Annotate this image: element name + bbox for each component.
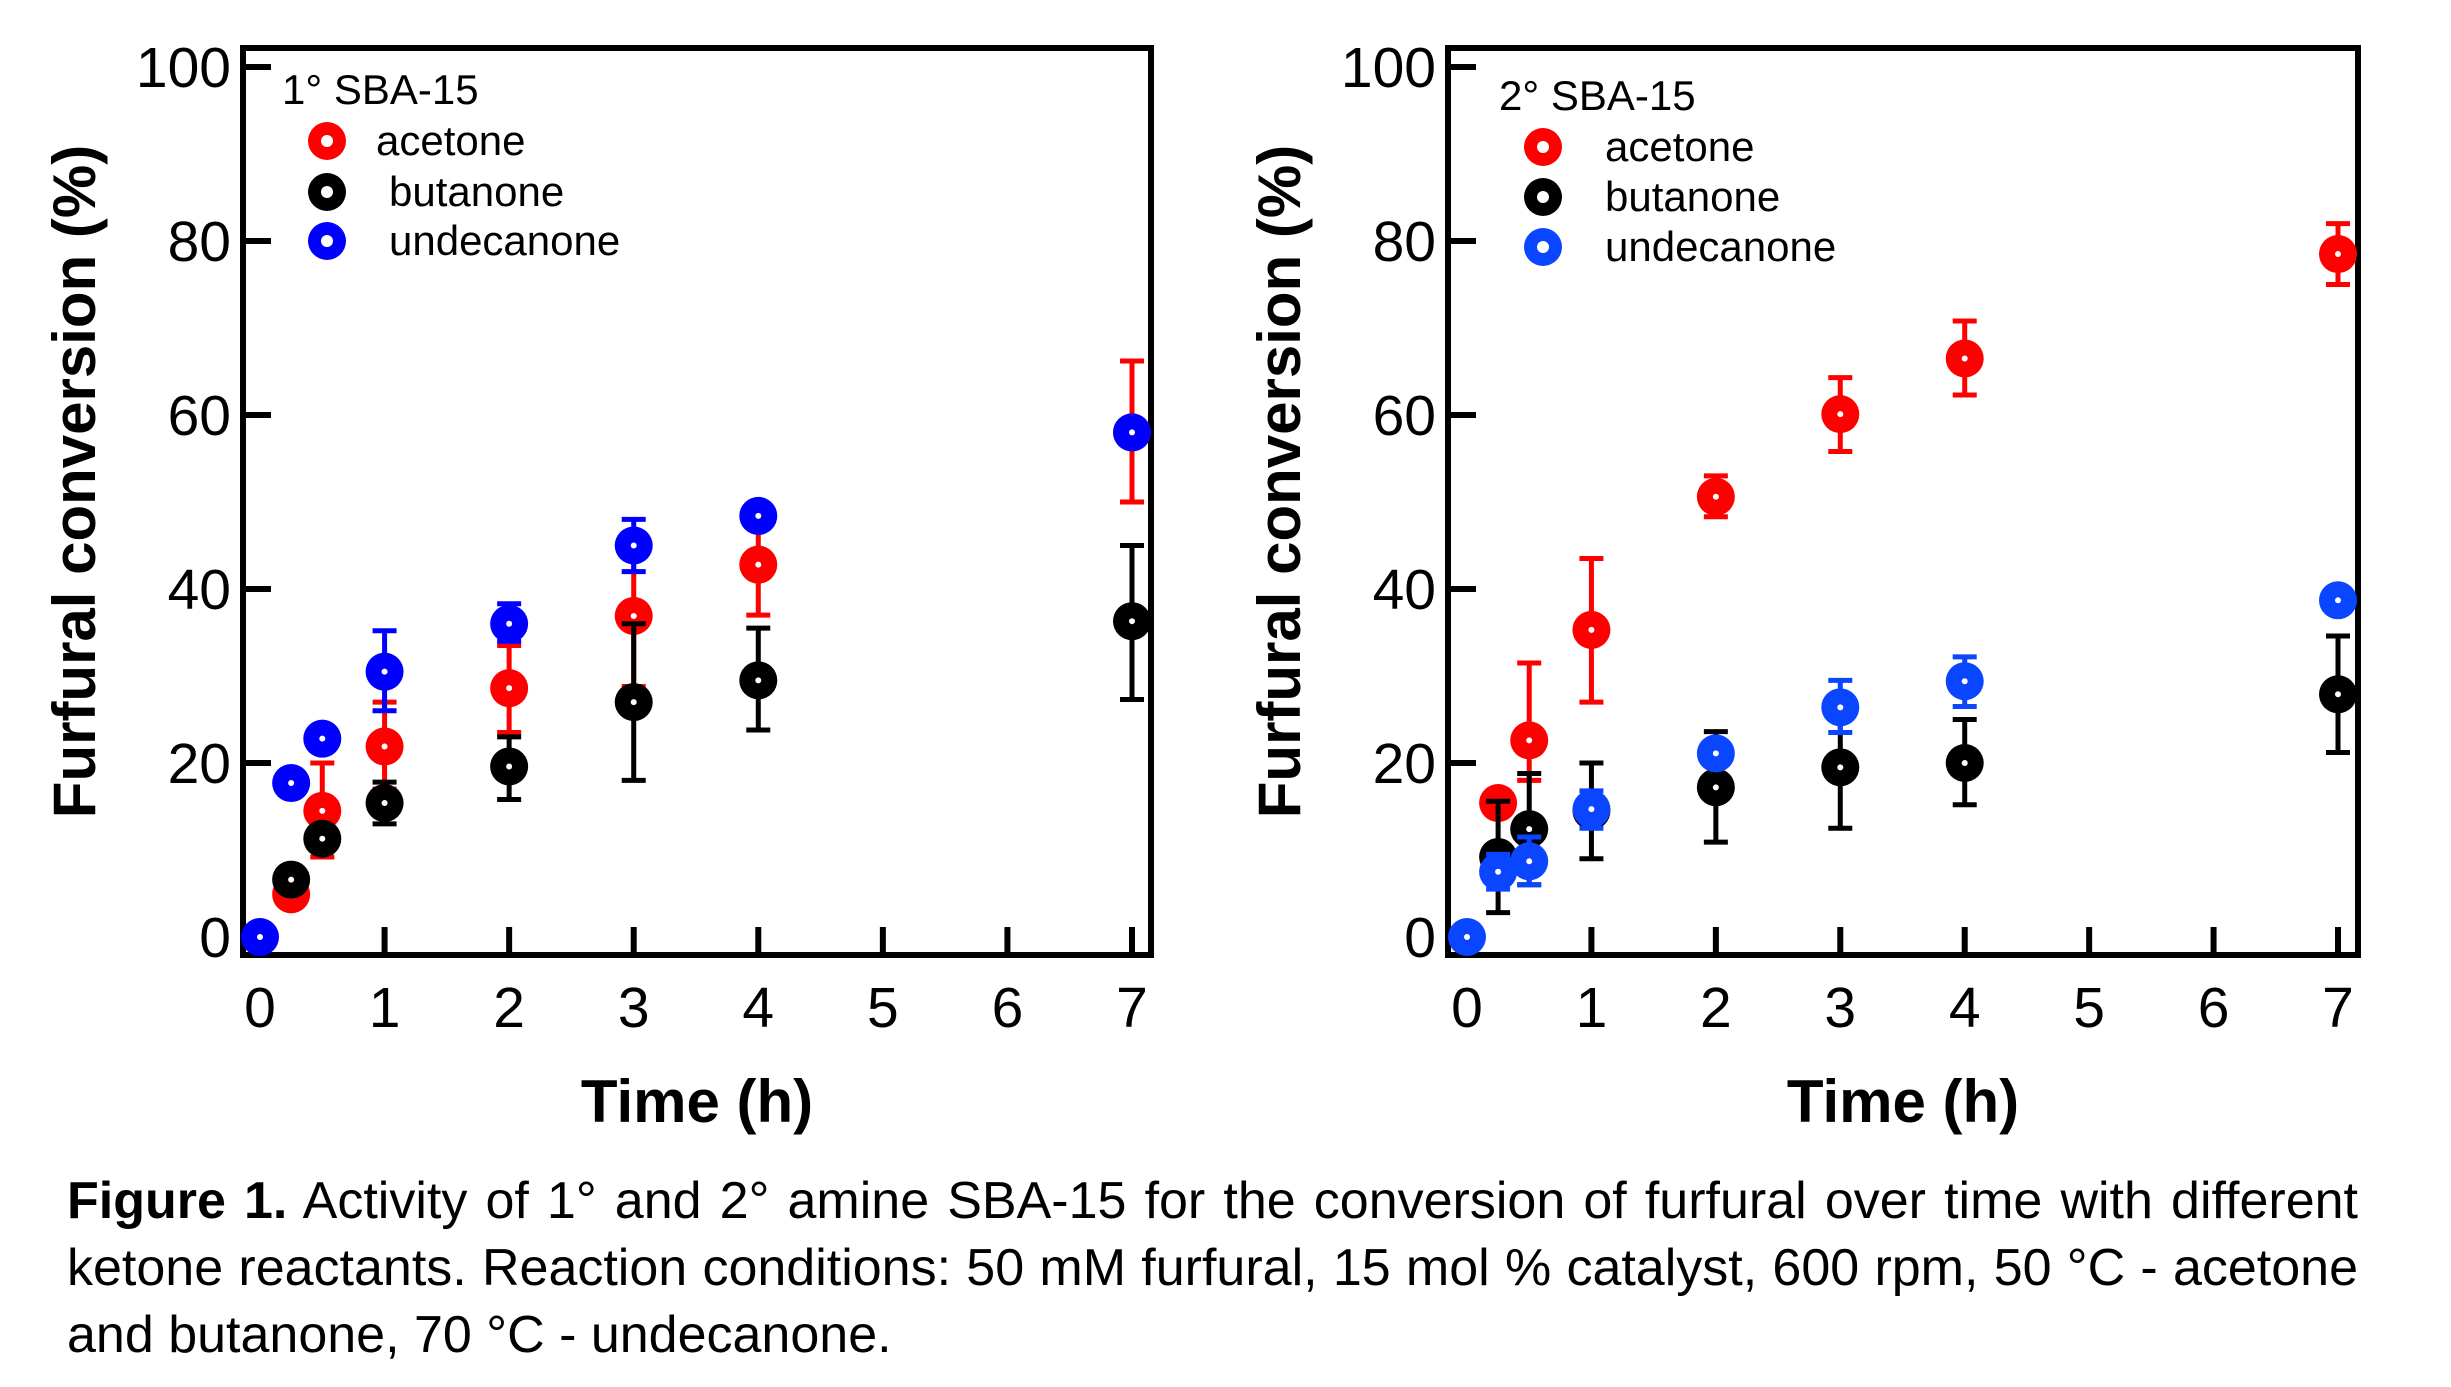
y-tick-label: 80 [1373, 210, 1436, 274]
data-point-center [755, 561, 762, 568]
legend-label: butanone [1605, 173, 1780, 220]
series-undecanone [1448, 581, 2357, 956]
series-acetone [272, 358, 1151, 914]
caption-label: Figure 1. [67, 1172, 288, 1230]
x-tick-label: 5 [2073, 976, 2105, 1040]
caption-text: Activity of 1° and 2° amine SBA-15 for t… [67, 1172, 2358, 1364]
data-point-center [1129, 618, 1135, 625]
data-point-center [288, 876, 295, 883]
data-point-center [506, 620, 513, 627]
legend-marker-center [1537, 241, 1549, 253]
data-point-center [1495, 868, 1502, 875]
x-tick-label: 2 [1700, 976, 1732, 1040]
data-point-center [1837, 764, 1844, 771]
plot-frame [240, 45, 1154, 958]
data-point-center [755, 677, 762, 684]
legend-marker-center [1537, 141, 1549, 153]
x-axis-title: Time (h) [581, 1068, 813, 1135]
chart-title: 2° SBA-15 [1499, 72, 1696, 119]
plot-frame [1445, 45, 2361, 958]
data-point-center [1837, 411, 1844, 418]
data-point-center [319, 835, 326, 842]
x-tick-label: 2 [493, 976, 525, 1040]
legend-label: acetone [376, 117, 525, 164]
data-point-center [1588, 806, 1595, 813]
y-tick-label: 60 [168, 384, 231, 448]
data-point-center [319, 735, 326, 742]
data-point-center [1526, 737, 1533, 744]
legend-marker-center [1537, 191, 1549, 203]
data-point-center [1712, 784, 1719, 791]
y-tick-label: 40 [168, 558, 231, 622]
series-butanone [272, 543, 1151, 899]
data-point-center [1588, 626, 1595, 633]
y-axis-title: Furfural conversion (%) [41, 145, 108, 818]
data-point-center [506, 763, 513, 770]
legend-marker-center [321, 135, 333, 147]
y-tick-label: 100 [136, 36, 231, 100]
x-tick-label: 4 [1949, 976, 1981, 1040]
x-tick-label: 7 [1116, 976, 1148, 1040]
y-tick-label: 20 [1373, 732, 1436, 796]
data-point-center [381, 743, 388, 750]
y-tick-label: 0 [1404, 906, 1436, 970]
legend-label: butanone [389, 168, 564, 215]
y-tick-label: 60 [1373, 384, 1436, 448]
legend-label: undecanone [389, 217, 620, 264]
data-point-center [2335, 691, 2341, 698]
legend-marker-center [321, 186, 333, 198]
data-point-center [755, 512, 762, 519]
x-tick-label: 5 [867, 976, 899, 1040]
x-tick-label: 0 [244, 976, 276, 1040]
legend-marker-center [321, 235, 333, 247]
series-butanone [1479, 633, 2357, 916]
data-point-center [288, 780, 295, 787]
x-tick-label: 1 [1576, 976, 1608, 1040]
x-tick-label: 3 [618, 976, 650, 1040]
x-tick-label: 7 [2322, 976, 2354, 1040]
y-tick-label: 0 [199, 906, 231, 970]
data-point-center [506, 685, 513, 692]
y-tick-label: 80 [168, 210, 231, 274]
x-tick-label: 6 [2198, 976, 2230, 1040]
x-tick-label: 4 [742, 976, 774, 1040]
y-axis-title: Furfural conversion (%) [1246, 145, 1313, 818]
data-point-center [1129, 429, 1135, 436]
data-point-center [630, 612, 637, 619]
data-point-center [1526, 858, 1533, 865]
data-point-center [2335, 251, 2341, 258]
data-point-center [1837, 704, 1844, 711]
x-tick-label: 1 [369, 976, 401, 1040]
data-point-center [1961, 355, 1968, 362]
data-point-center [630, 542, 637, 549]
y-tick-label: 20 [168, 732, 231, 796]
x-tick-label: 0 [1451, 976, 1483, 1040]
chart-title: 1° SBA-15 [282, 66, 479, 113]
data-point-center [1961, 760, 1968, 766]
figure-caption: Figure 1. Activity of 1° and 2° amine SB… [67, 1168, 2358, 1369]
data-point-center [1712, 750, 1719, 757]
x-tick-label: 3 [1824, 976, 1856, 1040]
data-point-center [257, 934, 263, 940]
y-tick-label: 100 [1341, 36, 1436, 100]
data-point-center [1526, 826, 1533, 833]
x-axis-title: Time (h) [1787, 1068, 2019, 1135]
data-point-center [630, 699, 637, 706]
x-tick-label: 6 [992, 976, 1024, 1040]
legend-label: acetone [1605, 123, 1754, 170]
data-point-center [1464, 934, 1470, 940]
series-undecanone [241, 413, 1151, 956]
y-tick-label: 40 [1373, 558, 1436, 622]
data-point-center [1961, 678, 1968, 685]
data-point-center [2335, 597, 2341, 604]
data-point-center [1712, 493, 1719, 500]
data-point-center [381, 800, 388, 807]
data-point-center [319, 807, 326, 814]
series-acetone [1479, 221, 2357, 823]
data-point-center [381, 668, 388, 675]
legend-label: undecanone [1605, 223, 1836, 270]
